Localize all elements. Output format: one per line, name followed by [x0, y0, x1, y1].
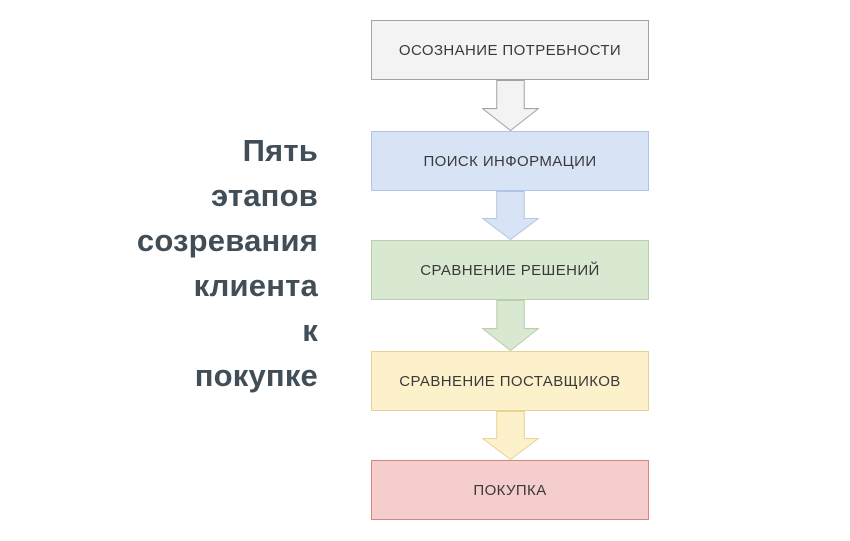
- down-arrow-shape: [482, 191, 539, 240]
- down-arrow-shape: [482, 80, 539, 131]
- stage-box-supplier-comparison: СРАВНЕНИЕ ПОСТАВЩИКОВ: [371, 351, 649, 411]
- diagram-title-line: Пять: [242, 133, 318, 168]
- diagram-title-line: покупке: [194, 358, 318, 393]
- down-arrow-icon: [482, 411, 539, 460]
- stage-label: ПОКУПКА: [473, 481, 547, 499]
- stage-box-solution-comparison: СРАВНЕНИЕ РЕШЕНИЙ: [371, 240, 649, 300]
- stage-label: СРАВНЕНИЕ РЕШЕНИЙ: [420, 261, 600, 279]
- down-arrow-icon: [482, 300, 539, 351]
- down-arrow-icon: [482, 191, 539, 240]
- diagram-title-line: к: [302, 313, 318, 348]
- stage-box-purchase: ПОКУПКА: [371, 460, 649, 520]
- diagram-title-line: клиента: [193, 268, 318, 303]
- stage-label: СРАВНЕНИЕ ПОСТАВЩИКОВ: [399, 372, 621, 390]
- stage-label: ПОИСК ИНФОРМАЦИИ: [423, 152, 597, 170]
- down-arrow-shape: [482, 411, 539, 460]
- stage-box-need-recognition: ОСОЗНАНИЕ ПОТРЕБНОСТИ: [371, 20, 649, 80]
- stage-box-information-search: ПОИСК ИНФОРМАЦИИ: [371, 131, 649, 191]
- stage-label: ОСОЗНАНИЕ ПОТРЕБНОСТИ: [398, 41, 622, 59]
- diagram-title-line: созревания: [136, 223, 318, 258]
- down-arrow-shape: [482, 300, 539, 351]
- diagram-title-line: этапов: [210, 178, 318, 213]
- down-arrow-icon: [482, 80, 539, 131]
- diagram-title: Пять этапов созревания клиента к покупке: [16, 128, 318, 398]
